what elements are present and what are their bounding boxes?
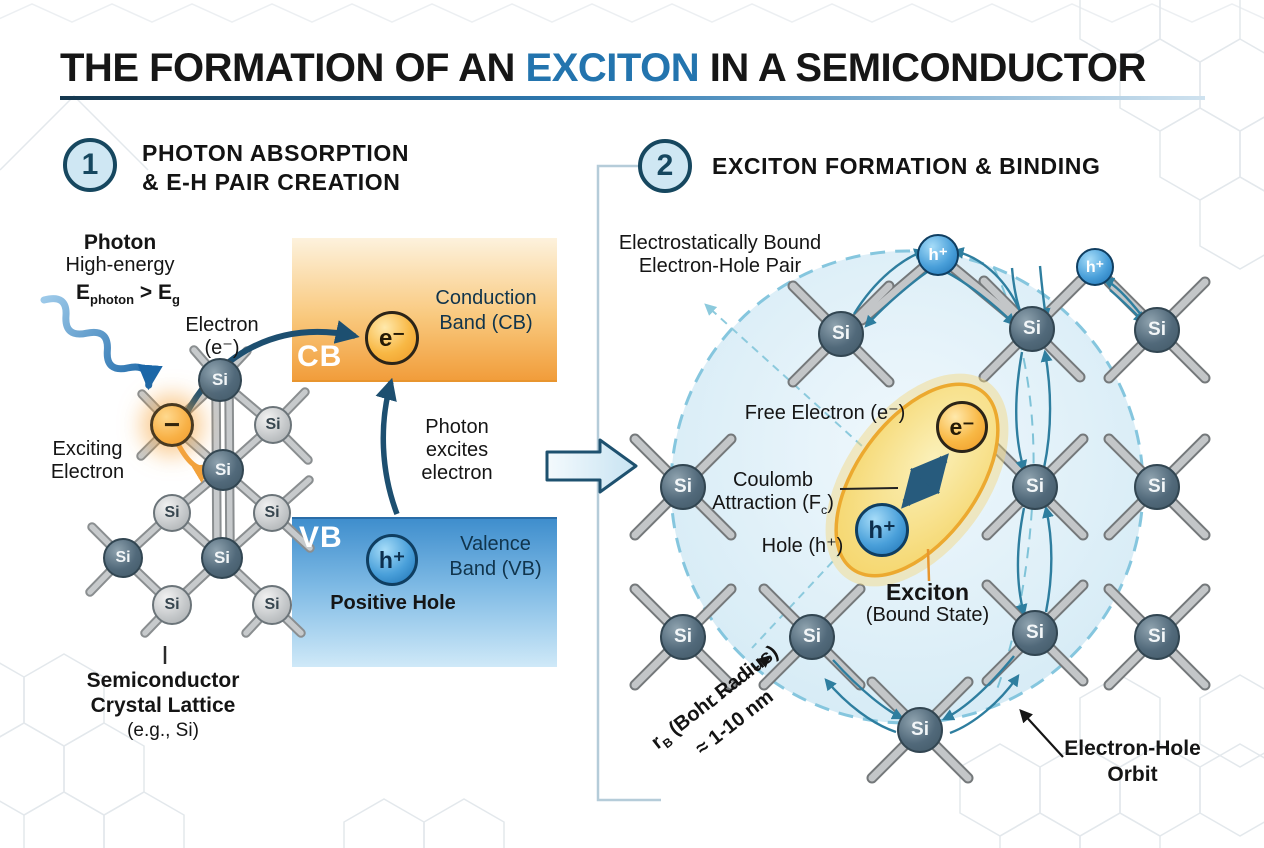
exciting-electron-particle: − (150, 403, 194, 447)
excites-line2: excites (425, 439, 489, 461)
vb-name-line1: Valence (460, 533, 531, 555)
bound-pair-label: Electrostatically Bound Electron-Hole Pa… (600, 232, 840, 278)
cb-tag: CB (297, 340, 343, 373)
exciton-label: Exciton (Bound State) (855, 581, 1000, 627)
step1-number: 1 (81, 148, 99, 181)
formula-sub2: g (172, 292, 180, 308)
title-underline (60, 96, 1205, 100)
exciton-title: Exciton (885, 579, 970, 605)
formula-e2: E (158, 281, 173, 304)
pointer-lines (712, 487, 1064, 758)
step1-heading-line2: & E-H PAIR CREATION (142, 169, 401, 195)
exciton-hole-particle: h⁺ (855, 503, 909, 557)
orbit-line2: Orbit (1107, 763, 1158, 786)
coulomb-post: ) (827, 492, 834, 514)
step2-number-badge: 2 (638, 139, 692, 193)
si-atom: Si (789, 614, 835, 660)
coulomb-line1: Coulomb (732, 469, 814, 491)
cb-name-line2: Band (CB) (439, 312, 533, 334)
electron-callout: Electron (e⁻) (172, 314, 272, 360)
orbit-label: Electron-Hole Orbit (1040, 736, 1225, 788)
positive-hole-label: Positive Hole (330, 592, 456, 614)
lattice-caption-line1: Semiconductor (86, 669, 240, 692)
cb-name-line1: Conduction (435, 287, 537, 309)
si-atom: Si (660, 464, 706, 510)
step1-heading: PHOTON ABSORPTION & E-H PAIR CREATION (142, 139, 409, 197)
transition-block-arrow (545, 438, 638, 494)
step2-number: 2 (656, 149, 674, 182)
photon-label: Photon High-energy (50, 231, 190, 277)
valence-band-label: Valence Band (VB) (438, 532, 553, 582)
migrating-hole-particle: h⁺ (917, 234, 959, 276)
si-atom: Si (253, 494, 291, 532)
coulomb-pre: Attraction (F (712, 492, 822, 514)
si-atom: Si (897, 707, 943, 753)
coulomb-attraction-arrow (901, 453, 949, 509)
excites-line1: Photon (425, 416, 489, 438)
photon-subtitle: High-energy (65, 254, 175, 276)
si-atom: Si (152, 585, 192, 625)
title-post: IN A SEMICONDUCTOR (699, 46, 1147, 90)
cb-electron-particle: e⁻ (365, 311, 419, 365)
exciton-electron-particle: e⁻ (936, 401, 988, 453)
formula-op: > (134, 281, 159, 304)
bound-pair-line2: Electron-Hole Pair (638, 255, 802, 277)
step2-heading: EXCITON FORMATION & BINDING (712, 153, 1101, 179)
step2-bracket-line (596, 164, 661, 802)
photon-wave-arrow (40, 295, 163, 391)
migrating-hole-particle: h⁺ (1076, 248, 1114, 286)
si-atom: Si (254, 406, 292, 444)
coulomb-sub: c (821, 503, 828, 517)
si-atom: Si (252, 585, 292, 625)
vb-tag: VB (299, 521, 343, 554)
formula-e1: E (75, 281, 90, 304)
photon-excites-label: Photon excites electron (404, 416, 510, 485)
lattice-caption: Semiconductor Crystal Lattice (e.g., Si) (63, 668, 263, 743)
exciting-line1: Exciting (52, 438, 123, 460)
electron-callout-line2: (e⁻) (204, 337, 240, 359)
lattice-caption-line3: (e.g., Si) (127, 720, 199, 741)
vb-name-line2: Band (VB) (449, 558, 542, 580)
valence-band-box (292, 517, 557, 667)
title-pre: THE FORMATION OF AN (60, 46, 526, 90)
photon-energy-formula: Ephoton > Eg (48, 281, 208, 311)
exciting-line2: Electron (50, 461, 125, 483)
conduction-band-box (292, 238, 557, 382)
si-atom: Si (201, 537, 243, 579)
lattice-caption-line2: Crystal Lattice (90, 694, 236, 717)
excites-line3: electron (421, 462, 493, 484)
exciton-subtitle: (Bound State) (865, 604, 990, 626)
electron-callout-line1: Electron (185, 314, 259, 336)
si-atom: Si (202, 449, 244, 491)
conduction-band-label: Conduction Band (CB) (420, 286, 552, 336)
si-atom: Si (818, 311, 864, 357)
si-atom: Si (103, 538, 143, 578)
title-highlight: EXCITON (525, 46, 700, 90)
si-atom: Si (153, 494, 191, 532)
page-title: THE FORMATION OF AN EXCITON IN A SEMICON… (60, 46, 1146, 91)
orbit-line1: Electron-Hole (1064, 737, 1201, 760)
coulomb-attraction-label: Coulomb Attraction (Fc) (698, 469, 848, 522)
coulomb-line2: Attraction (Fc) (698, 492, 848, 522)
bound-pair-line1: Electrostatically Bound (618, 232, 822, 254)
si-atom: Si (1134, 614, 1180, 660)
exciting-electron-label: Exciting Electron (30, 438, 145, 484)
vb-hole-particle: h⁺ (366, 534, 418, 586)
hole-label: Hole (h⁺) (761, 535, 844, 557)
si-atom: Si (1012, 610, 1058, 656)
free-electron-label: Free Electron (e⁻) (744, 402, 906, 424)
formula-sub1: photon (90, 292, 135, 308)
step1-heading-line1: PHOTON ABSORPTION (142, 140, 410, 166)
si-atom: Si (1012, 464, 1058, 510)
si-atom: Si (1009, 306, 1055, 352)
si-atom: Si (1134, 464, 1180, 510)
si-atom: Si (198, 358, 242, 402)
si-atom: Si (1134, 307, 1180, 353)
step1-number-badge: 1 (63, 138, 117, 192)
photon-title: Photon (83, 231, 157, 254)
si-atom: Si (660, 614, 706, 660)
